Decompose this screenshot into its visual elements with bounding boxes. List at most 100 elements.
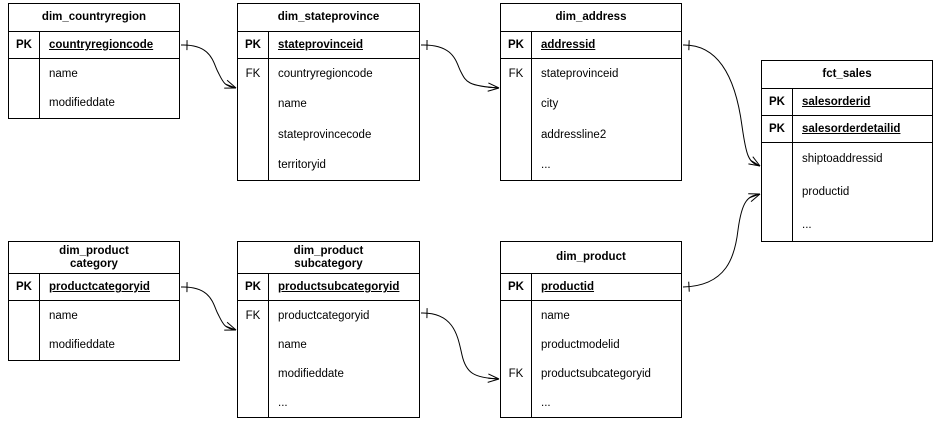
attribute-block: shiptoaddressid productid... (762, 143, 932, 241)
attribute-key-badge: FK (508, 68, 524, 81)
attribute-key-column (9, 59, 40, 118)
attribute-name: addressline2 (541, 128, 607, 141)
key-badge: PK (238, 32, 269, 58)
relationship-line (420, 44, 500, 89)
attribute-key-column (9, 301, 40, 360)
relationship-line (682, 44, 761, 167)
attribute-name: stateprovincecode (278, 128, 372, 141)
attribute-name: productid (802, 186, 850, 198)
attribute-block: FK productcategoryid name modifieddate... (238, 301, 419, 417)
attribute-name: city (541, 98, 559, 111)
attribute-block: FK name productmodelid productsubcategoryid… (501, 301, 681, 417)
attribute-name: name (541, 309, 570, 322)
attribute-column: countryregioncode name stateprovincecode te… (269, 59, 419, 180)
key-row[interactable]: PK stateprovinceid (238, 32, 419, 59)
attribute-column: name modifieddate (40, 301, 179, 360)
relationship-productcategory-to-subcategory (180, 282, 237, 331)
key-badge: PK (762, 89, 793, 115)
attribute-name: modifieddate (49, 97, 115, 110)
attribute-name: productmodelid (541, 338, 620, 351)
attribute-name: ... (802, 218, 812, 231)
key-row[interactable]: PK salesorderid (762, 89, 932, 116)
attribute-name: name (49, 67, 78, 80)
attribute-name: productcategoryid (278, 309, 370, 322)
key-field-name: salesorderid (802, 96, 871, 108)
key-row[interactable]: PK productsubcategoryid (238, 274, 419, 301)
attribute-key-column: FK (501, 301, 532, 417)
crowsfoot-prong (487, 378, 500, 383)
attribute-key-column: FK (238, 301, 269, 417)
attribute-block: name modifieddate (9, 59, 179, 118)
attribute-name: stateprovinceid (541, 68, 619, 81)
attribute-name: ... (278, 396, 288, 409)
attribute-name: shiptoaddressid (802, 153, 883, 166)
entity-title: dim_countryregion (9, 4, 179, 32)
relationship-line (180, 44, 237, 89)
attribute-column: productcategoryid name modifieddate... (269, 301, 419, 417)
attribute-name: name (278, 98, 307, 111)
crowsfoot-prong (752, 156, 761, 167)
key-field-name: productsubcategoryid (278, 281, 400, 293)
attribute-name: productsubcategoryid (541, 367, 651, 380)
key-badge: PK (9, 274, 40, 300)
entity-title: dim_stateprovince (238, 4, 419, 32)
entity-title: fct_sales (762, 61, 932, 89)
entity-title: dim_product (501, 242, 681, 274)
relationship-line (420, 312, 500, 380)
relationship-line (682, 193, 761, 288)
key-field-name: addressid (541, 39, 596, 51)
key-field-name: productid (541, 281, 595, 293)
attribute-name: modifieddate (49, 339, 115, 352)
key-field-name: stateprovinceid (278, 39, 363, 51)
key-row[interactable]: PK addressid (501, 32, 681, 59)
relationship-product-to-fctsales (682, 193, 761, 292)
entity-title: dim_address (501, 4, 681, 32)
key-badge: PK (238, 274, 269, 300)
crowsfoot-prong (487, 87, 500, 92)
attribute-name: name (278, 338, 307, 351)
attribute-name: ... (541, 396, 551, 409)
crowsfoot-prong (487, 86, 500, 89)
crowsfoot-prong (225, 83, 237, 89)
crowsfoot-prong (226, 79, 237, 89)
attribute-key-badge: FK (245, 309, 261, 322)
attribute-key-column (762, 143, 793, 241)
attribute-column: stateprovinceid city addressline2... (532, 59, 681, 180)
crowsfoot-prong (748, 163, 761, 167)
relationship-address-to-fctsales (682, 40, 761, 167)
attribute-name: countryregioncode (278, 68, 373, 81)
attribute-name: name (49, 309, 78, 322)
relationship-countryregion-to-stateprovince (180, 40, 237, 89)
attribute-name: modifieddate (278, 367, 344, 380)
entity-title: dim_product category (9, 242, 179, 274)
key-field-name: salesorderdetailid (802, 123, 901, 135)
key-badge: PK (501, 32, 532, 58)
attribute-name: ... (541, 158, 551, 171)
crowsfoot-prong (225, 325, 237, 331)
relationship-stateprovince-to-address (420, 40, 500, 92)
entity-title: dim_product subcategory (238, 242, 419, 274)
attribute-column: shiptoaddressid productid... (793, 143, 932, 241)
crowsfoot-prong (487, 377, 500, 380)
crowsfoot-prong (488, 373, 500, 380)
crowsfoot-prong (226, 321, 237, 331)
crowsfoot-prong (749, 193, 761, 199)
attribute-name: territoryid (278, 158, 326, 171)
